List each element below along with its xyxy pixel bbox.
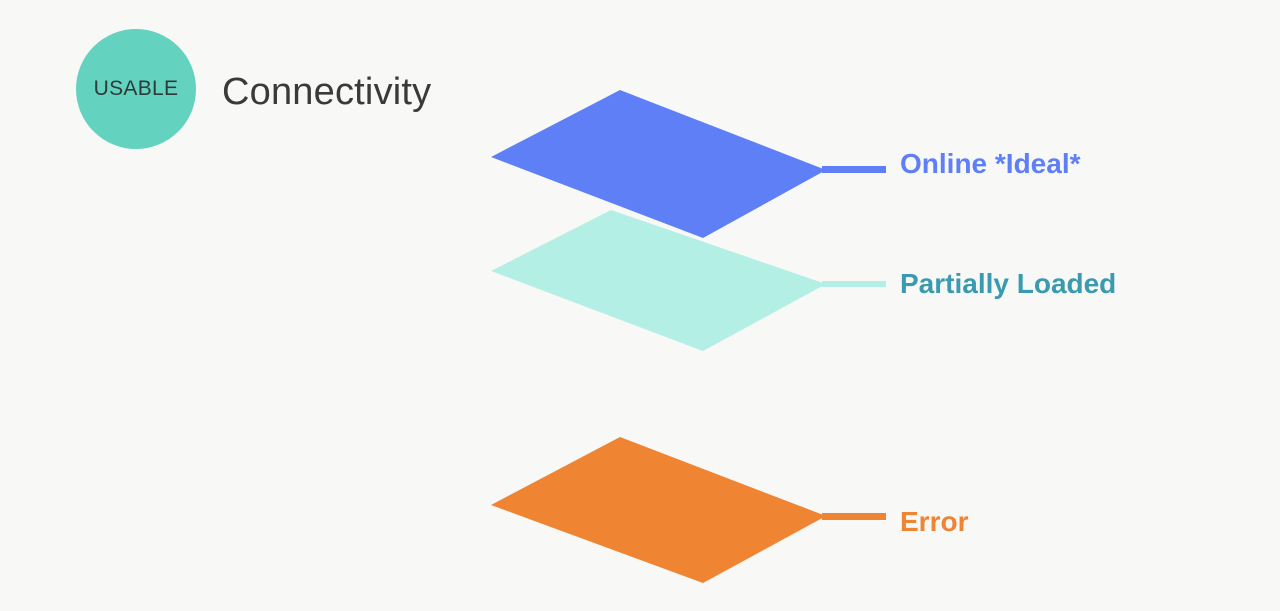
layer-online-shape xyxy=(491,90,826,238)
layer-error-shape xyxy=(491,437,826,583)
layer-label-error: Error xyxy=(900,506,969,537)
layer-online-connector xyxy=(822,166,886,173)
layer-partial-shape xyxy=(491,210,826,351)
layer-label-partial: Partially Loaded xyxy=(900,268,1117,299)
page-title: Connectivity xyxy=(222,71,432,113)
badge-label: USABLE xyxy=(93,77,179,100)
layer-partial-connector xyxy=(822,281,886,287)
usable-badge: USABLE xyxy=(76,29,196,149)
layer-label-online: Online *Ideal* xyxy=(900,148,1081,179)
layer-error-connector xyxy=(822,513,886,520)
